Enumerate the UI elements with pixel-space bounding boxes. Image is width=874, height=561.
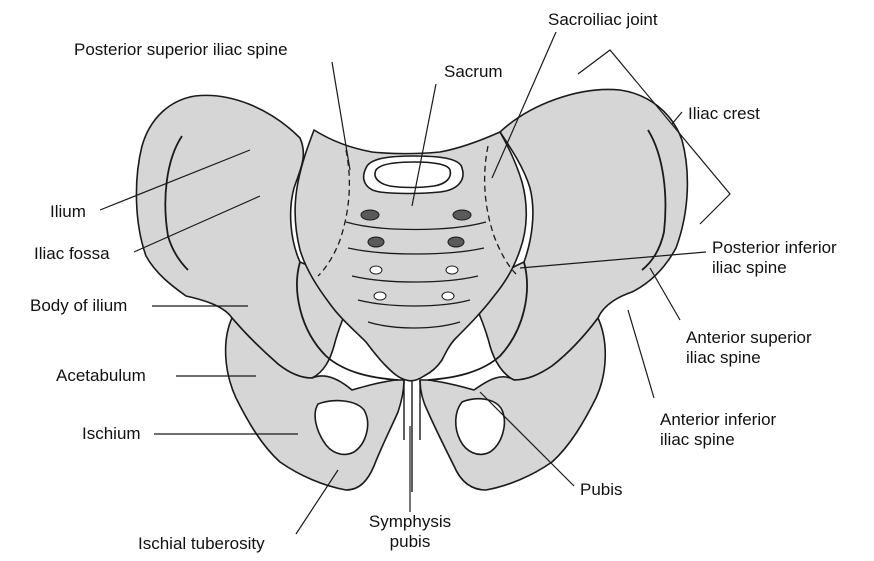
- sacral-foramen-1-left: [361, 210, 379, 220]
- leader-iliac-crest-pointer: [672, 112, 682, 124]
- label-iliac-fossa: Iliac fossa: [34, 244, 110, 264]
- label-sacroiliac-joint: Sacroiliac joint: [548, 10, 658, 30]
- leader-anterior-inferior-iliac-spine: [628, 310, 654, 398]
- label-ischium: Ischium: [82, 424, 141, 444]
- label-symphysis-pubis: Symphysis pubis: [358, 512, 462, 552]
- label-ilium: Ilium: [50, 202, 86, 222]
- leader-anterior-superior-iliac-spine: [650, 268, 680, 320]
- label-anterior-inferior-iliac-spine: Anterior inferior iliac spine: [660, 410, 776, 450]
- label-iliac-crest: Iliac crest: [688, 104, 760, 124]
- label-pubis: Pubis: [580, 480, 623, 500]
- label-acetabulum: Acetabulum: [56, 366, 146, 386]
- right-obturator-foramen: [456, 399, 505, 455]
- sacral-promontory: [375, 162, 450, 188]
- sacral-foramen-4-left: [374, 292, 386, 300]
- label-posterior-superior-iliac-spine: Posterior superior iliac spine: [74, 40, 288, 60]
- sacral-foramen-3-left: [370, 266, 382, 274]
- label-posterior-inferior-iliac-spine: Posterior inferior iliac spine: [712, 238, 837, 278]
- sacral-foramen-1-right: [453, 210, 471, 220]
- label-sacrum: Sacrum: [444, 62, 503, 82]
- sacral-foramen-2-right: [448, 237, 464, 247]
- label-anterior-superior-iliac-spine: Anterior superior iliac spine: [686, 328, 812, 368]
- label-ischial-tuberosity: Ischial tuberosity: [138, 534, 265, 554]
- sacral-foramen-2-left: [368, 237, 384, 247]
- label-body-of-ilium: Body of ilium: [30, 296, 127, 316]
- sacral-foramen-4-right: [442, 292, 454, 300]
- sacral-foramen-3-right: [446, 266, 458, 274]
